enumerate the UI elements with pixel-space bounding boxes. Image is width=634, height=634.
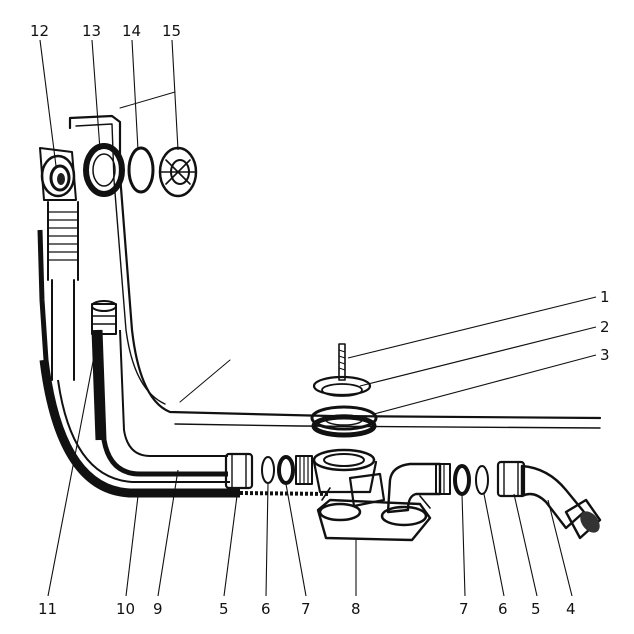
- ring-7-left: [277, 455, 295, 485]
- strainer-2: [312, 375, 372, 397]
- nut-5-right: [496, 460, 526, 498]
- callout-13: 13: [82, 22, 101, 40]
- ring-7-right: [453, 464, 471, 496]
- callout-1: 1: [600, 288, 610, 306]
- callout-labels: 1 2 3 4 5 6 7 8 7 6 5 9 10 11 12 13 14 1…: [30, 22, 610, 618]
- callout-10: 10: [116, 600, 135, 618]
- callout-12: 12: [30, 22, 49, 40]
- callout-14: 14: [122, 22, 141, 40]
- elbow-right: [386, 462, 451, 514]
- washer-6-right: [475, 465, 489, 495]
- overflow-body-12: [39, 147, 77, 201]
- callout-3: 3: [600, 346, 610, 364]
- thread-stub-left: [295, 455, 313, 485]
- callout-7-left: 7: [301, 600, 311, 618]
- callout-6-left: 6: [261, 600, 271, 618]
- callout-4: 4: [566, 600, 576, 618]
- callout-5-right: 5: [531, 600, 541, 618]
- seal-3: [310, 405, 378, 438]
- overflow-gasket-13: [83, 143, 125, 197]
- callout-6-right: 6: [498, 600, 508, 618]
- outlet-bend-4: [520, 464, 602, 540]
- callout-8: 8: [351, 600, 361, 618]
- leader-lines: [39, 39, 597, 597]
- callout-5-left: 5: [219, 600, 229, 618]
- connector-11: [91, 300, 117, 335]
- pipe-10: [39, 359, 331, 498]
- overflow-flex-hose: [37, 201, 79, 381]
- screw-1: [338, 343, 346, 381]
- waste-body-8: [312, 448, 432, 542]
- bathtub-outline: [68, 91, 602, 429]
- callout-15: 15: [162, 22, 181, 40]
- washer-6-left: [261, 456, 275, 484]
- overflow-ring-14: [127, 146, 155, 194]
- overflow-cover-15: [158, 146, 198, 198]
- callout-9: 9: [153, 600, 163, 618]
- callout-2: 2: [600, 318, 610, 336]
- callout-11: 11: [38, 600, 57, 618]
- pipe-9: [91, 329, 228, 477]
- nut-5-left: [224, 452, 254, 490]
- callout-7-right: 7: [459, 600, 469, 618]
